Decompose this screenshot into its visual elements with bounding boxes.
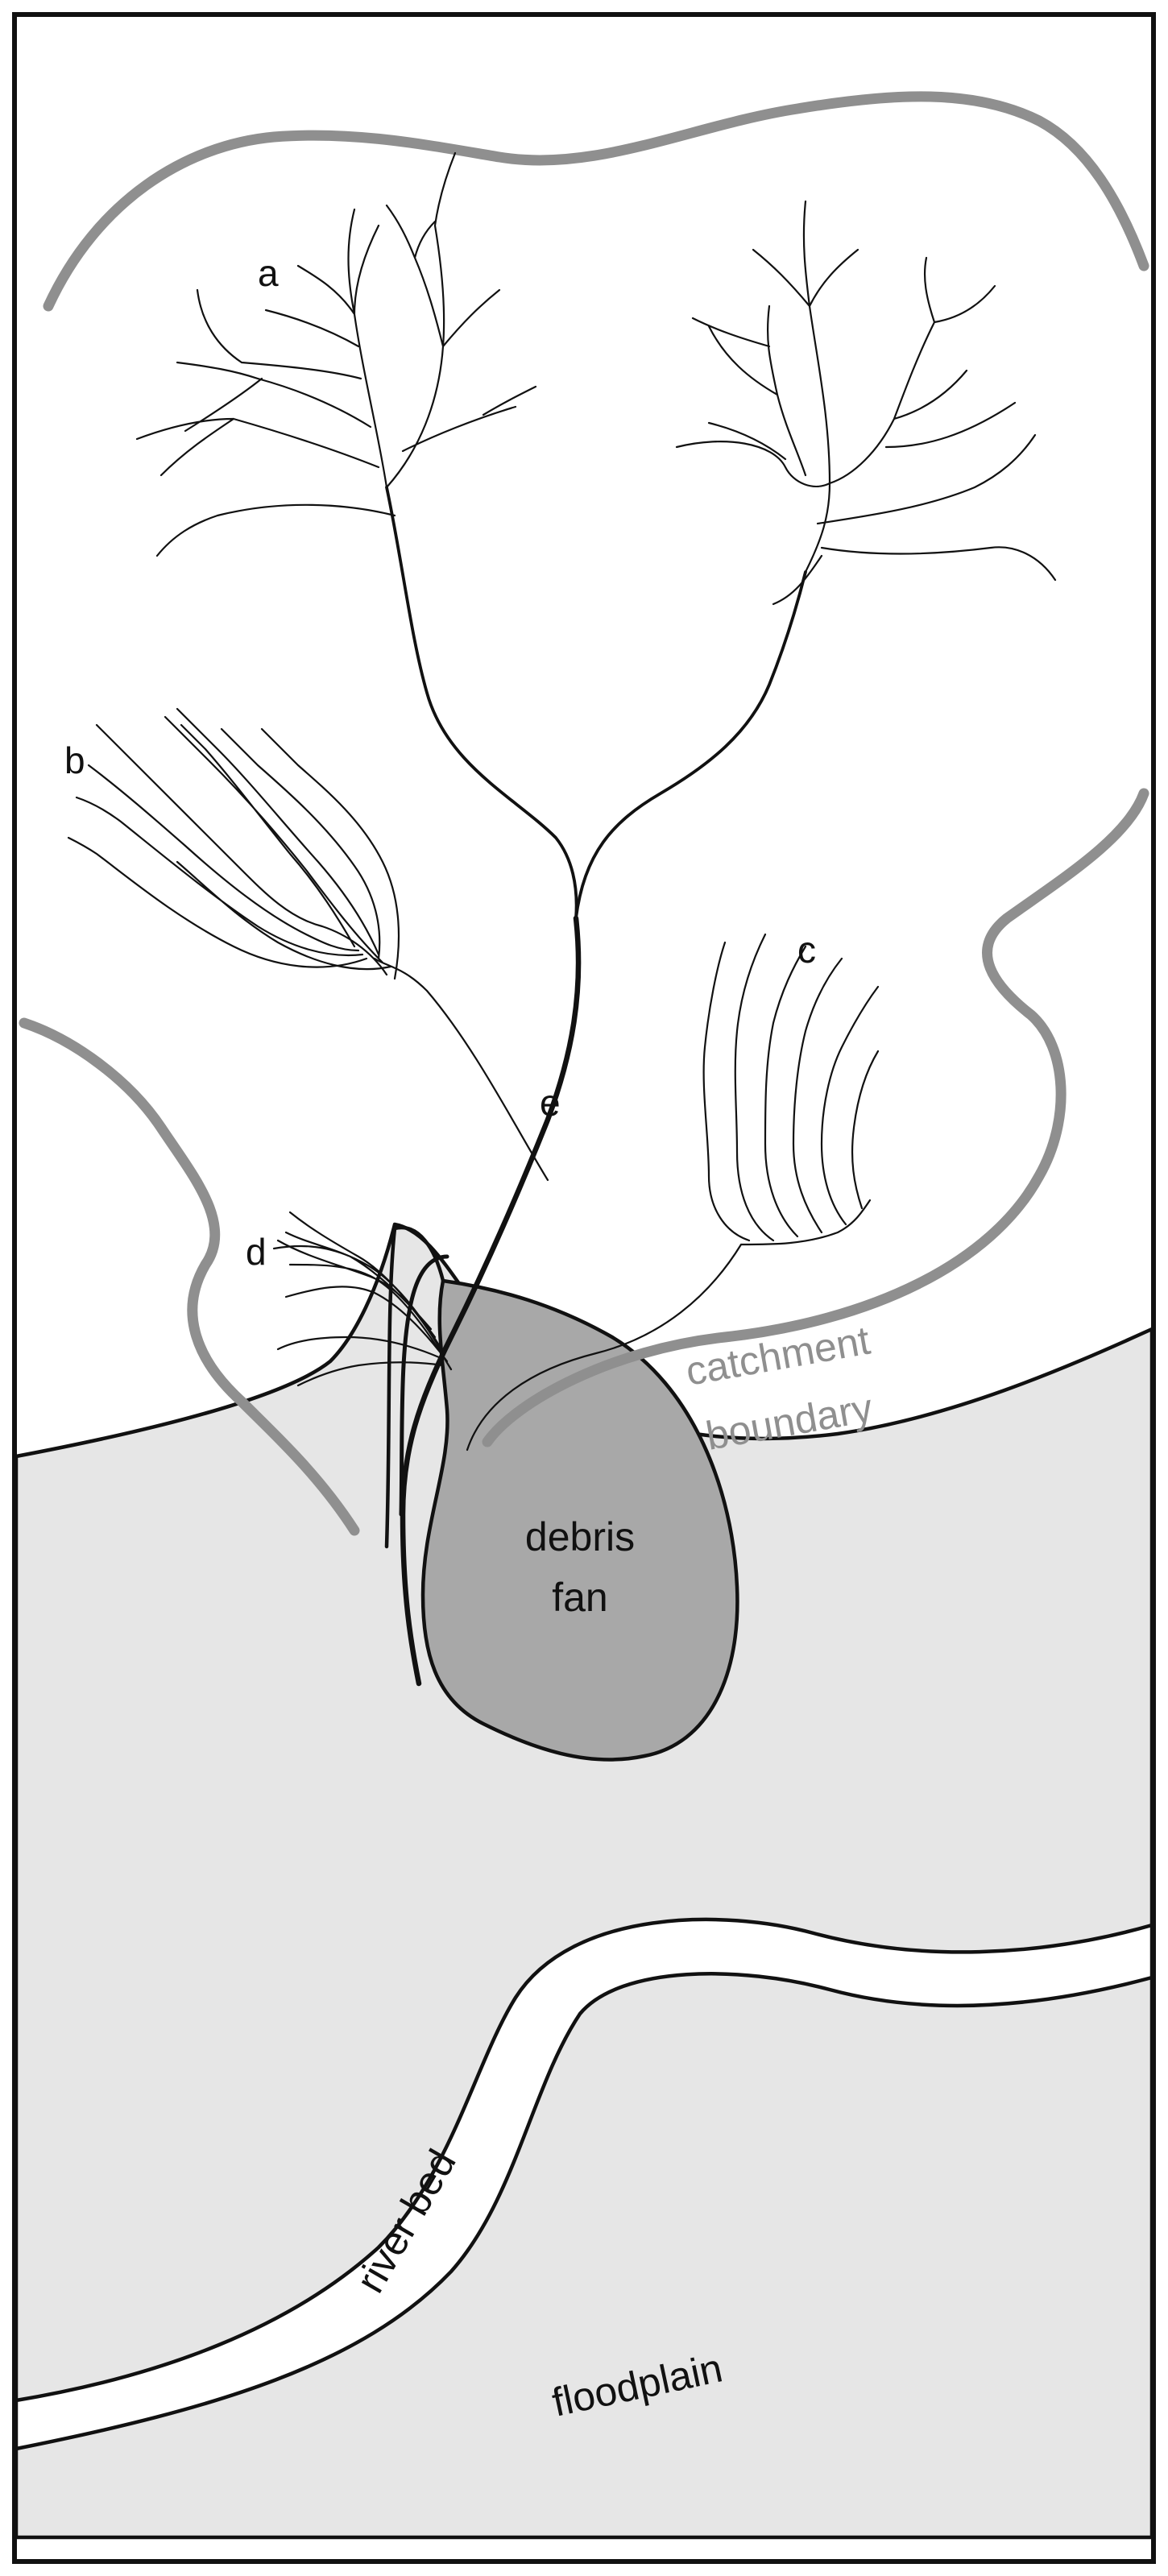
label-d: d <box>246 1231 267 1273</box>
label-a: a <box>258 252 279 294</box>
debris-fan <box>420 1278 739 1762</box>
label-e: e <box>540 1082 561 1124</box>
outer-frame <box>12 12 1156 2564</box>
drainage-network-c-parallel <box>466 933 880 1452</box>
trunk-right-branch <box>574 570 807 920</box>
catchment-boundary-top <box>43 91 1149 312</box>
drainage-network-b <box>675 200 1057 606</box>
drainage-network-a <box>135 151 537 557</box>
drainage-network-d-parallel <box>272 1211 453 1387</box>
label-debris: debris <box>525 1514 635 1559</box>
drainage-network-b-parallel <box>67 707 549 1182</box>
outlet-channel <box>399 1254 449 1517</box>
label-c: c <box>797 929 816 971</box>
main-channel-e <box>400 915 582 1687</box>
label-fan: fan <box>552 1575 608 1620</box>
label-b: b <box>64 739 85 781</box>
catchment-boundary-right <box>482 788 1149 1447</box>
catchment-boundary-left <box>19 1017 360 1536</box>
trunk-left-branch <box>385 486 578 920</box>
